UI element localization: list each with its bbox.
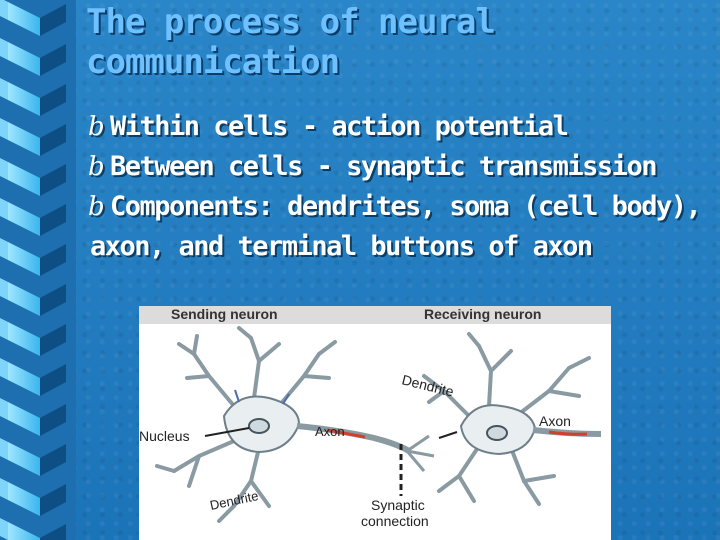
bullet-text: Between cells - synaptic transmission — [110, 151, 657, 182]
decor-block — [8, 2, 40, 36]
label-receiving-neuron: Receiving neuron — [424, 306, 541, 322]
decor-block-shade — [40, 84, 66, 116]
decor-block-edge — [0, 518, 8, 540]
decor-block-edge — [0, 398, 8, 420]
decor-block — [8, 402, 40, 436]
label-nucleus: Nucleus — [139, 428, 190, 444]
decor-block-shade — [40, 404, 66, 436]
decor-block-edge — [0, 198, 8, 220]
decor-block — [8, 442, 40, 476]
decor-block-edge — [0, 438, 8, 460]
decor-block-shade — [40, 284, 66, 316]
decor-block-shade — [40, 364, 66, 396]
decor-block-edge — [0, 158, 8, 180]
decor-block — [8, 482, 40, 516]
label-sending-neuron: Sending neuron — [171, 306, 278, 322]
sending-nucleus — [248, 418, 270, 434]
decor-block-shade — [40, 124, 66, 156]
decor-block-shade — [40, 244, 66, 276]
decor-block — [8, 282, 40, 316]
bullet-icon: b — [88, 192, 105, 222]
dendrite-pointer — [438, 431, 458, 439]
decor-block-edge — [0, 38, 8, 60]
neuron-diagram: Sending neuron Receiving neuron Nucleus … — [139, 306, 611, 540]
decor-block — [8, 522, 40, 540]
sending-neuron-dendrites — [155, 326, 337, 523]
bullet-icon: b — [88, 112, 105, 142]
decor-block — [8, 322, 40, 356]
decor-block-edge — [0, 278, 8, 300]
decor-block-edge — [0, 0, 8, 20]
bullet-text: Components: dendrites, soma (cell body), — [110, 191, 702, 222]
decor-block — [8, 122, 40, 156]
decor-block — [8, 162, 40, 196]
sending-axon — [296, 423, 411, 454]
decor-block-edge — [0, 478, 8, 500]
label-axon-sending: Axon — [315, 424, 345, 439]
decor-block-shade — [40, 524, 66, 540]
flow-arrow — [282, 393, 290, 405]
flow-arrow — [234, 389, 240, 403]
decor-block-shade — [40, 204, 66, 236]
decor-block-shade — [40, 44, 66, 76]
decor-block-shade — [40, 164, 66, 196]
nucleus-pointer — [204, 427, 250, 437]
label-dendrite-sending: Dendrite — [209, 488, 260, 513]
label-dendrite-receiving: Dendrite — [400, 371, 455, 399]
decor-block-shade — [40, 484, 66, 516]
decor-block-edge — [0, 118, 8, 140]
title-line-1: The process of neural — [86, 2, 496, 42]
decor-block-shade — [40, 324, 66, 356]
decorative-left-strip — [0, 0, 76, 540]
decor-block-edge — [0, 78, 8, 100]
neuron-diagram-svg: Sending neuron Receiving neuron Nucleus … — [139, 306, 611, 529]
bullet-continuation: axon, and terminal buttons of axon — [90, 231, 593, 262]
label-synaptic: Synaptic — [371, 497, 425, 513]
decor-block-shade — [40, 4, 66, 36]
label-axon-receiving: Axon — [539, 413, 571, 429]
axon-signal-red-1 — [326, 428, 366, 439]
title-line-2: communication — [86, 42, 340, 82]
receiving-neuron-dendrites — [422, 332, 591, 506]
label-connection: connection — [361, 513, 429, 529]
decor-block-edge — [0, 238, 8, 260]
axon-signal-red-2 — [548, 430, 588, 436]
bullet-text: Within cells - action potential — [110, 111, 569, 142]
bullet-icon: b — [88, 152, 105, 182]
receiving-nucleus — [486, 425, 508, 441]
decor-block — [8, 362, 40, 396]
decor-block — [8, 202, 40, 236]
decor-block — [8, 82, 40, 116]
decor-block-shade — [40, 444, 66, 476]
diagram-header-strip — [139, 306, 611, 324]
decor-block — [8, 42, 40, 76]
decor-block — [8, 242, 40, 276]
terminal-buttons — [405, 434, 435, 472]
decor-block-edge — [0, 358, 8, 380]
decor-block-edge — [0, 318, 8, 340]
slide-title: The process of neural communication — [86, 2, 686, 82]
